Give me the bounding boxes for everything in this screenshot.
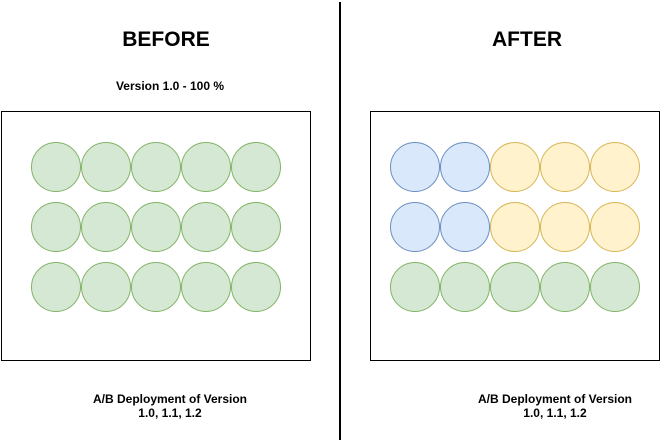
before-circle-green [231, 142, 281, 192]
before-caption-line1: A/B Deployment of Version [92, 392, 248, 406]
before-circle-green [81, 262, 131, 312]
after-circle-blue [440, 202, 490, 252]
after-circle-yellow [590, 142, 640, 192]
before-circle-green [231, 202, 281, 252]
after-circle-green [440, 262, 490, 312]
before-caption: A/B Deployment of Version 1.0, 1.1, 1.2 [70, 392, 270, 420]
before-subtitle: Version 1.0 - 100 % [115, 79, 225, 93]
before-circle-green [181, 202, 231, 252]
after-circle-yellow [490, 142, 540, 192]
after-circle-green [590, 262, 640, 312]
before-circle-green [181, 262, 231, 312]
center-divider [339, 2, 341, 440]
after-circle-yellow [540, 202, 590, 252]
after-caption: A/B Deployment of Version 1.0, 1.1, 1.2 [455, 392, 655, 420]
before-caption-line2: 1.0, 1.1, 1.2 [138, 406, 202, 420]
after-frame [370, 111, 660, 361]
before-frame [1, 111, 311, 361]
after-caption-line1: A/B Deployment of Version [477, 392, 633, 406]
after-caption-line2: 1.0, 1.1, 1.2 [523, 406, 587, 420]
after-circle-green [390, 262, 440, 312]
before-circle-green [31, 262, 81, 312]
before-circle-green [31, 142, 81, 192]
before-circle-green [131, 142, 181, 192]
before-circle-green [31, 202, 81, 252]
after-circle-yellow [540, 142, 590, 192]
after-circle-green [540, 262, 590, 312]
before-circle-green [131, 262, 181, 312]
before-title: BEFORE [122, 28, 210, 51]
before-circle-green [231, 262, 281, 312]
before-circle-green [181, 142, 231, 192]
after-circle-yellow [490, 202, 540, 252]
after-circle-blue [440, 142, 490, 192]
after-circle-green [490, 262, 540, 312]
before-circle-green [131, 202, 181, 252]
after-circle-blue [390, 142, 440, 192]
before-circle-green [81, 202, 131, 252]
after-title: AFTER [492, 28, 562, 51]
before-circle-green [81, 142, 131, 192]
after-circle-yellow [590, 202, 640, 252]
after-circle-blue [390, 202, 440, 252]
